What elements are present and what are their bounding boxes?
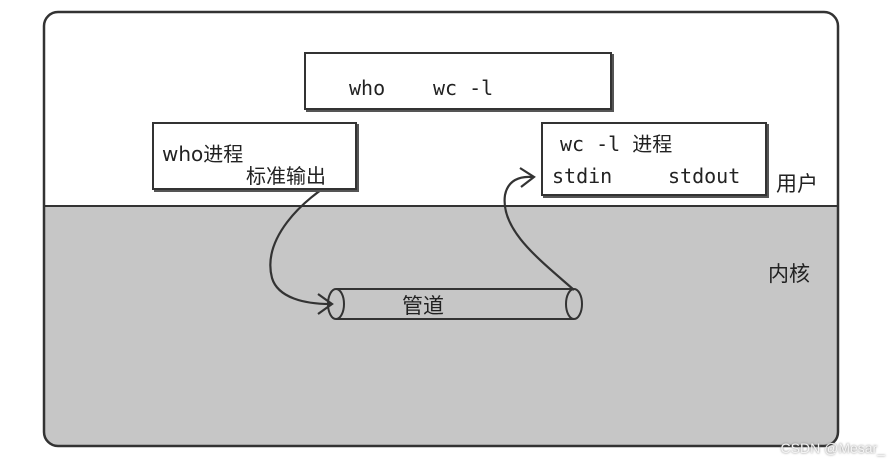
arrow-pipe-to-stdin xyxy=(503,175,575,291)
watermark: CSDN @Mesar_ xyxy=(780,440,885,456)
pipe-label: 管道 xyxy=(402,294,444,318)
wc-process-box xyxy=(541,122,767,196)
who-process-title: who进程 xyxy=(162,142,244,166)
arrow-stdout-to-pipe xyxy=(269,177,341,306)
command-box xyxy=(304,52,612,110)
who-process-box xyxy=(152,122,357,190)
kernel-region xyxy=(44,206,838,446)
outer-frame xyxy=(42,10,840,448)
command-left: who xyxy=(349,76,386,100)
arrowhead-into-pipe xyxy=(317,293,334,315)
pipe-cylinder xyxy=(327,288,583,320)
user-region-label: 用户 xyxy=(776,172,818,196)
arrowhead-into-stdin xyxy=(519,167,536,188)
kernel-region-label: 内核 xyxy=(768,262,810,286)
wc-stdout-label: stdout xyxy=(668,164,741,188)
who-stdout-label: 标准输出 xyxy=(246,164,326,188)
pipe-right-end xyxy=(565,288,583,320)
wc-process-title: wc -l 进程 xyxy=(560,132,673,156)
command-right: wc -l xyxy=(433,76,494,100)
wc-stdin-label: stdin xyxy=(552,164,613,188)
